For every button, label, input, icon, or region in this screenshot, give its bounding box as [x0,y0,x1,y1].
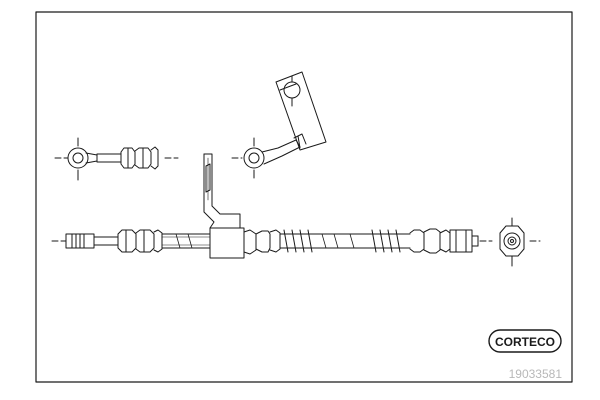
drawing-frame [35,11,573,383]
banjo-fitting-detail [54,137,179,181]
corteco-logo [488,329,562,353]
brand-name: CORTECO [495,335,555,349]
part-number: 19033581 [509,367,563,381]
bracket-detail [231,71,327,179]
brake-hose-assembly [51,153,493,259]
hex-nut-end-view [499,217,541,267]
